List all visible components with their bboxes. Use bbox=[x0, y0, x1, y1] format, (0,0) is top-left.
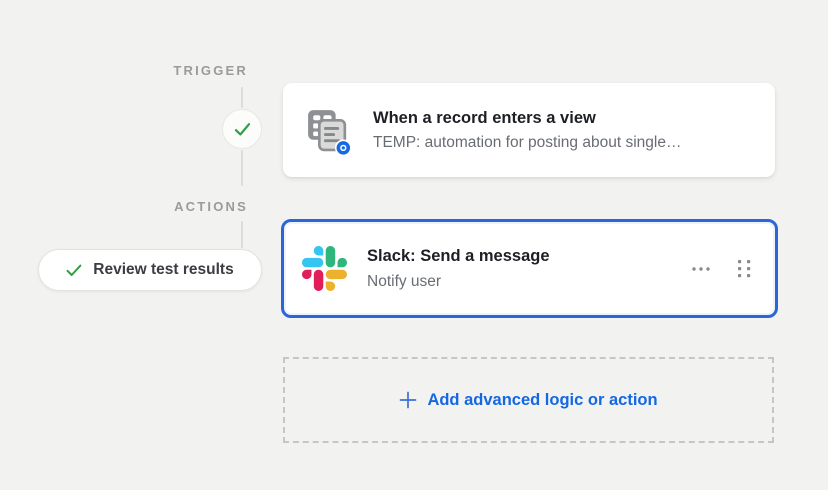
review-test-results-button[interactable]: Review test results bbox=[38, 249, 262, 291]
flow-connector-line bbox=[241, 87, 243, 108]
slack-logo bbox=[302, 246, 347, 291]
trigger-card-subtitle: TEMP: automation for posting about singl… bbox=[373, 134, 682, 152]
add-advanced-logic-button[interactable]: Add advanced logic or action bbox=[283, 357, 774, 443]
plus-icon bbox=[399, 391, 417, 409]
trigger-status-indicator bbox=[222, 109, 262, 149]
action-card-title: Slack: Send a message bbox=[367, 247, 550, 266]
record-enters-view-icon bbox=[304, 106, 353, 155]
action-card-slack[interactable]: Slack: Send a message Notify user bbox=[281, 219, 778, 318]
add-advanced-logic-label: Add advanced logic or action bbox=[427, 390, 658, 409]
trigger-section-label: TRIGGER bbox=[173, 63, 248, 78]
ellipsis-menu-icon[interactable] bbox=[688, 263, 714, 275]
drag-handle-icon[interactable] bbox=[734, 256, 755, 282]
trigger-card-title: When a record enters a view bbox=[373, 108, 596, 127]
flow-connector-line bbox=[241, 221, 243, 248]
action-card-subtitle: Notify user bbox=[367, 272, 442, 290]
review-test-results-label: Review test results bbox=[93, 261, 234, 278]
trigger-card[interactable]: When a record enters a view TEMP: automa… bbox=[283, 83, 775, 177]
check-icon bbox=[66, 264, 82, 277]
actions-section-label: ACTIONS bbox=[174, 199, 248, 214]
flow-connector-line bbox=[241, 150, 243, 186]
check-icon bbox=[234, 122, 251, 137]
